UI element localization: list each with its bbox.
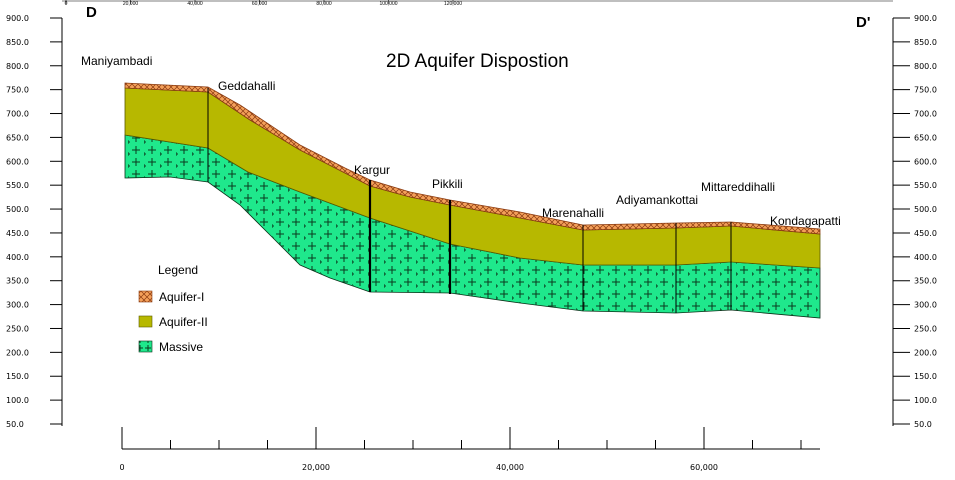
top-tick-label: 40,000 [187,1,203,7]
place-label: Pikkili [432,177,463,191]
place-label: Geddahalli [218,79,275,93]
y-tick-label-left: 850.0 [6,38,29,47]
y-tick-label-left: 150.0 [6,372,29,381]
y-tick-label-right: 450.0 [914,229,937,238]
y-tick-label-right: 500.0 [914,205,937,214]
left-axis: 900.0 850.0 800.0 750.0 700.0 650.0 600.0 550.0… [6,14,63,429]
top-tick-label: 20,000 [123,1,139,7]
y-tick-label-right: 350.0 [914,277,937,286]
top-tick-label: 60,000 [252,1,268,7]
y-tick-label-left: 800.0 [6,62,29,71]
legend-swatch-aquifer-2 [138,315,153,328]
place-label: Marenahalli [542,206,604,220]
y-tick-label-left: 250.0 [6,324,29,333]
y-tick-label-right: 100.0 [914,396,937,405]
y-tick-label-right: 50.0 [914,420,932,429]
x-tick-label: 60,000 [690,463,718,472]
y-tick-label-left: 400.0 [6,253,29,262]
y-tick-label-left: 100.0 [6,396,29,405]
y-tick-label-right: 400.0 [914,253,937,262]
y-tick-label-right: 300.0 [914,301,937,310]
y-tick-label-right: 900.0 [914,14,937,23]
top-tick-label: 100,000 [379,1,397,7]
top-scale: 0 20,000 40,000 60,000 80,000 100,000 120,000 [62,0,893,7]
y-tick-label-left: 350.0 [6,277,29,286]
place-label: Adiyamankottai [616,193,698,207]
y-tick-label-left: 550.0 [6,181,29,190]
x-tick-label: 0 [119,463,124,472]
y-tick-label-left: 900.0 [6,14,29,23]
y-tick-label-right: 600.0 [914,157,937,166]
legend-title: Legend [158,263,198,277]
legend-label: Aquifer-I [159,290,204,304]
legend-swatch-massive [138,340,153,353]
y-tick-label-left: 200.0 [6,348,29,357]
y-tick-label-left: 700.0 [6,110,29,119]
place-label: Maniyambadi [81,54,152,68]
y-tick-label-right: 850.0 [914,38,937,47]
y-tick-label-left: 300.0 [6,301,29,310]
top-tick-label: 80,000 [316,1,332,7]
x-tick-label: 20,000 [302,463,330,472]
section-label-left: D [86,4,97,21]
y-tick-label-right: 200.0 [914,348,937,357]
y-tick-label-left: 750.0 [6,86,29,95]
borehole-lines [207,88,732,313]
legend-label: Massive [159,340,203,354]
place-label: Kargur [354,163,390,177]
y-tick-label-right: 650.0 [914,133,937,142]
y-tick-label-left: 450.0 [6,229,29,238]
legend: Legend Aquifer-I Aquifer-II Massive [138,263,208,354]
top-tick-label: 120,000 [444,1,462,7]
y-tick-label-right: 150.0 [914,372,937,381]
place-label: Kondagapatti [770,214,841,228]
chart-title: 2D Aquifer Dispostion [386,51,569,72]
y-tick-label-left: 650.0 [6,133,29,142]
y-tick-label-right: 550.0 [914,181,937,190]
y-tick-label-right: 750.0 [914,86,937,95]
legend-swatch-aquifer-1 [138,290,153,303]
right-axis: 900.0 850.0 800.0 750.0 700.0 650.0 600.0 550.0… [892,14,937,429]
y-tick-label-right: 250.0 [914,324,937,333]
bottom-scale: 0 20,000 40,000 60,000 [119,427,820,472]
y-tick-label-left: 50.0 [6,420,24,429]
y-tick-label-left: 600.0 [6,157,29,166]
legend-label: Aquifer-II [159,315,208,329]
top-tick-label: 0 [65,1,68,7]
y-tick-label-right: 700.0 [914,110,937,119]
x-tick-label: 40,000 [496,463,524,472]
y-tick-label-left: 500.0 [6,205,29,214]
y-tick-label-right: 800.0 [914,62,937,71]
section-label-right: D' [856,14,870,31]
place-label: Mittareddihalli [701,180,775,194]
layer-aquifer-1 [124,82,821,235]
